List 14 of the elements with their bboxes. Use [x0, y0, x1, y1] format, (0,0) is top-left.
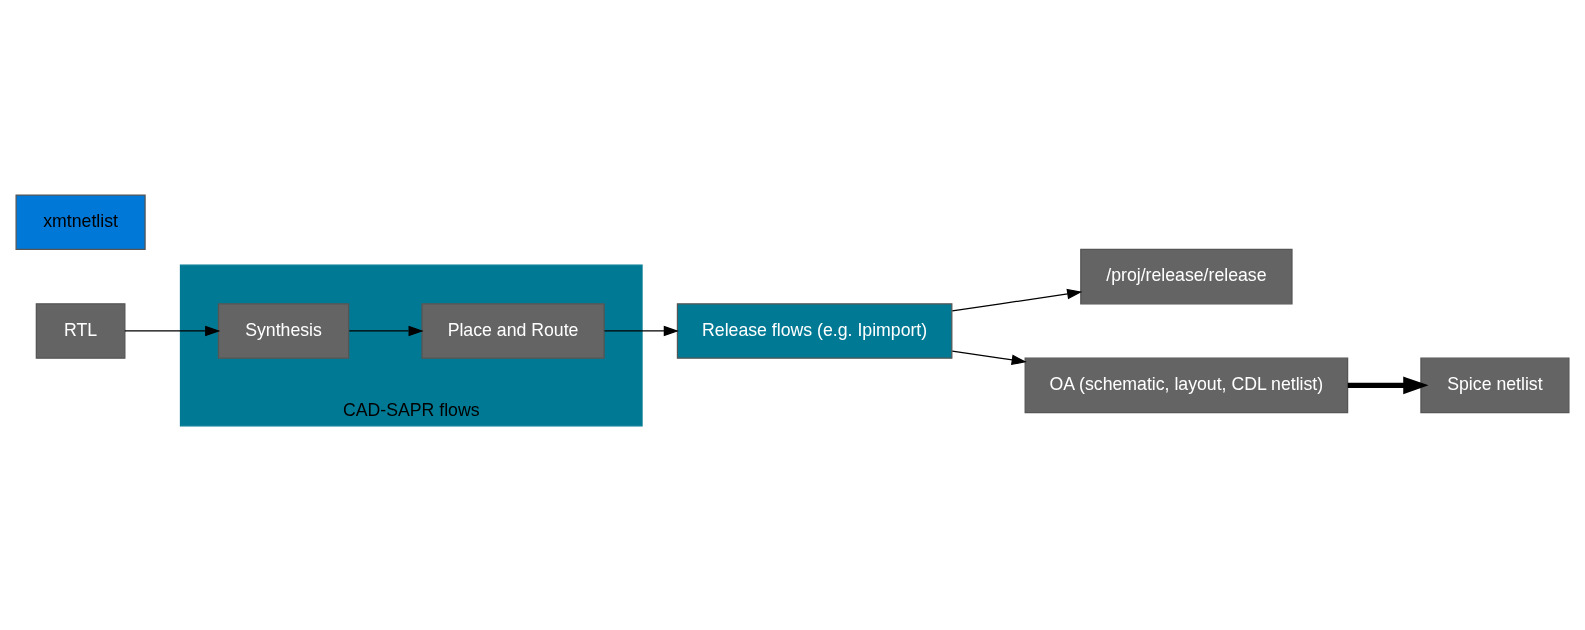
- node-box: Synthesis: [217, 302, 350, 359]
- node-box: RTL: [35, 302, 126, 359]
- node-box: xmtnetlist: [15, 193, 146, 250]
- node-box: OA (schematic, layout, CDL netlist): [1024, 357, 1349, 413]
- arrow: [951, 349, 1027, 365]
- arrow: [124, 325, 221, 336]
- node-box: /proj/release/release: [1080, 248, 1293, 304]
- node-box: Place and Route: [421, 302, 605, 359]
- arrow: [951, 288, 1083, 312]
- node-box: Release flows (e.g. Ipimport): [676, 302, 953, 359]
- node-box: Spice netlist: [1420, 357, 1570, 413]
- arrow: [603, 325, 679, 336]
- arrow: [1347, 376, 1429, 394]
- arrow: [348, 325, 424, 336]
